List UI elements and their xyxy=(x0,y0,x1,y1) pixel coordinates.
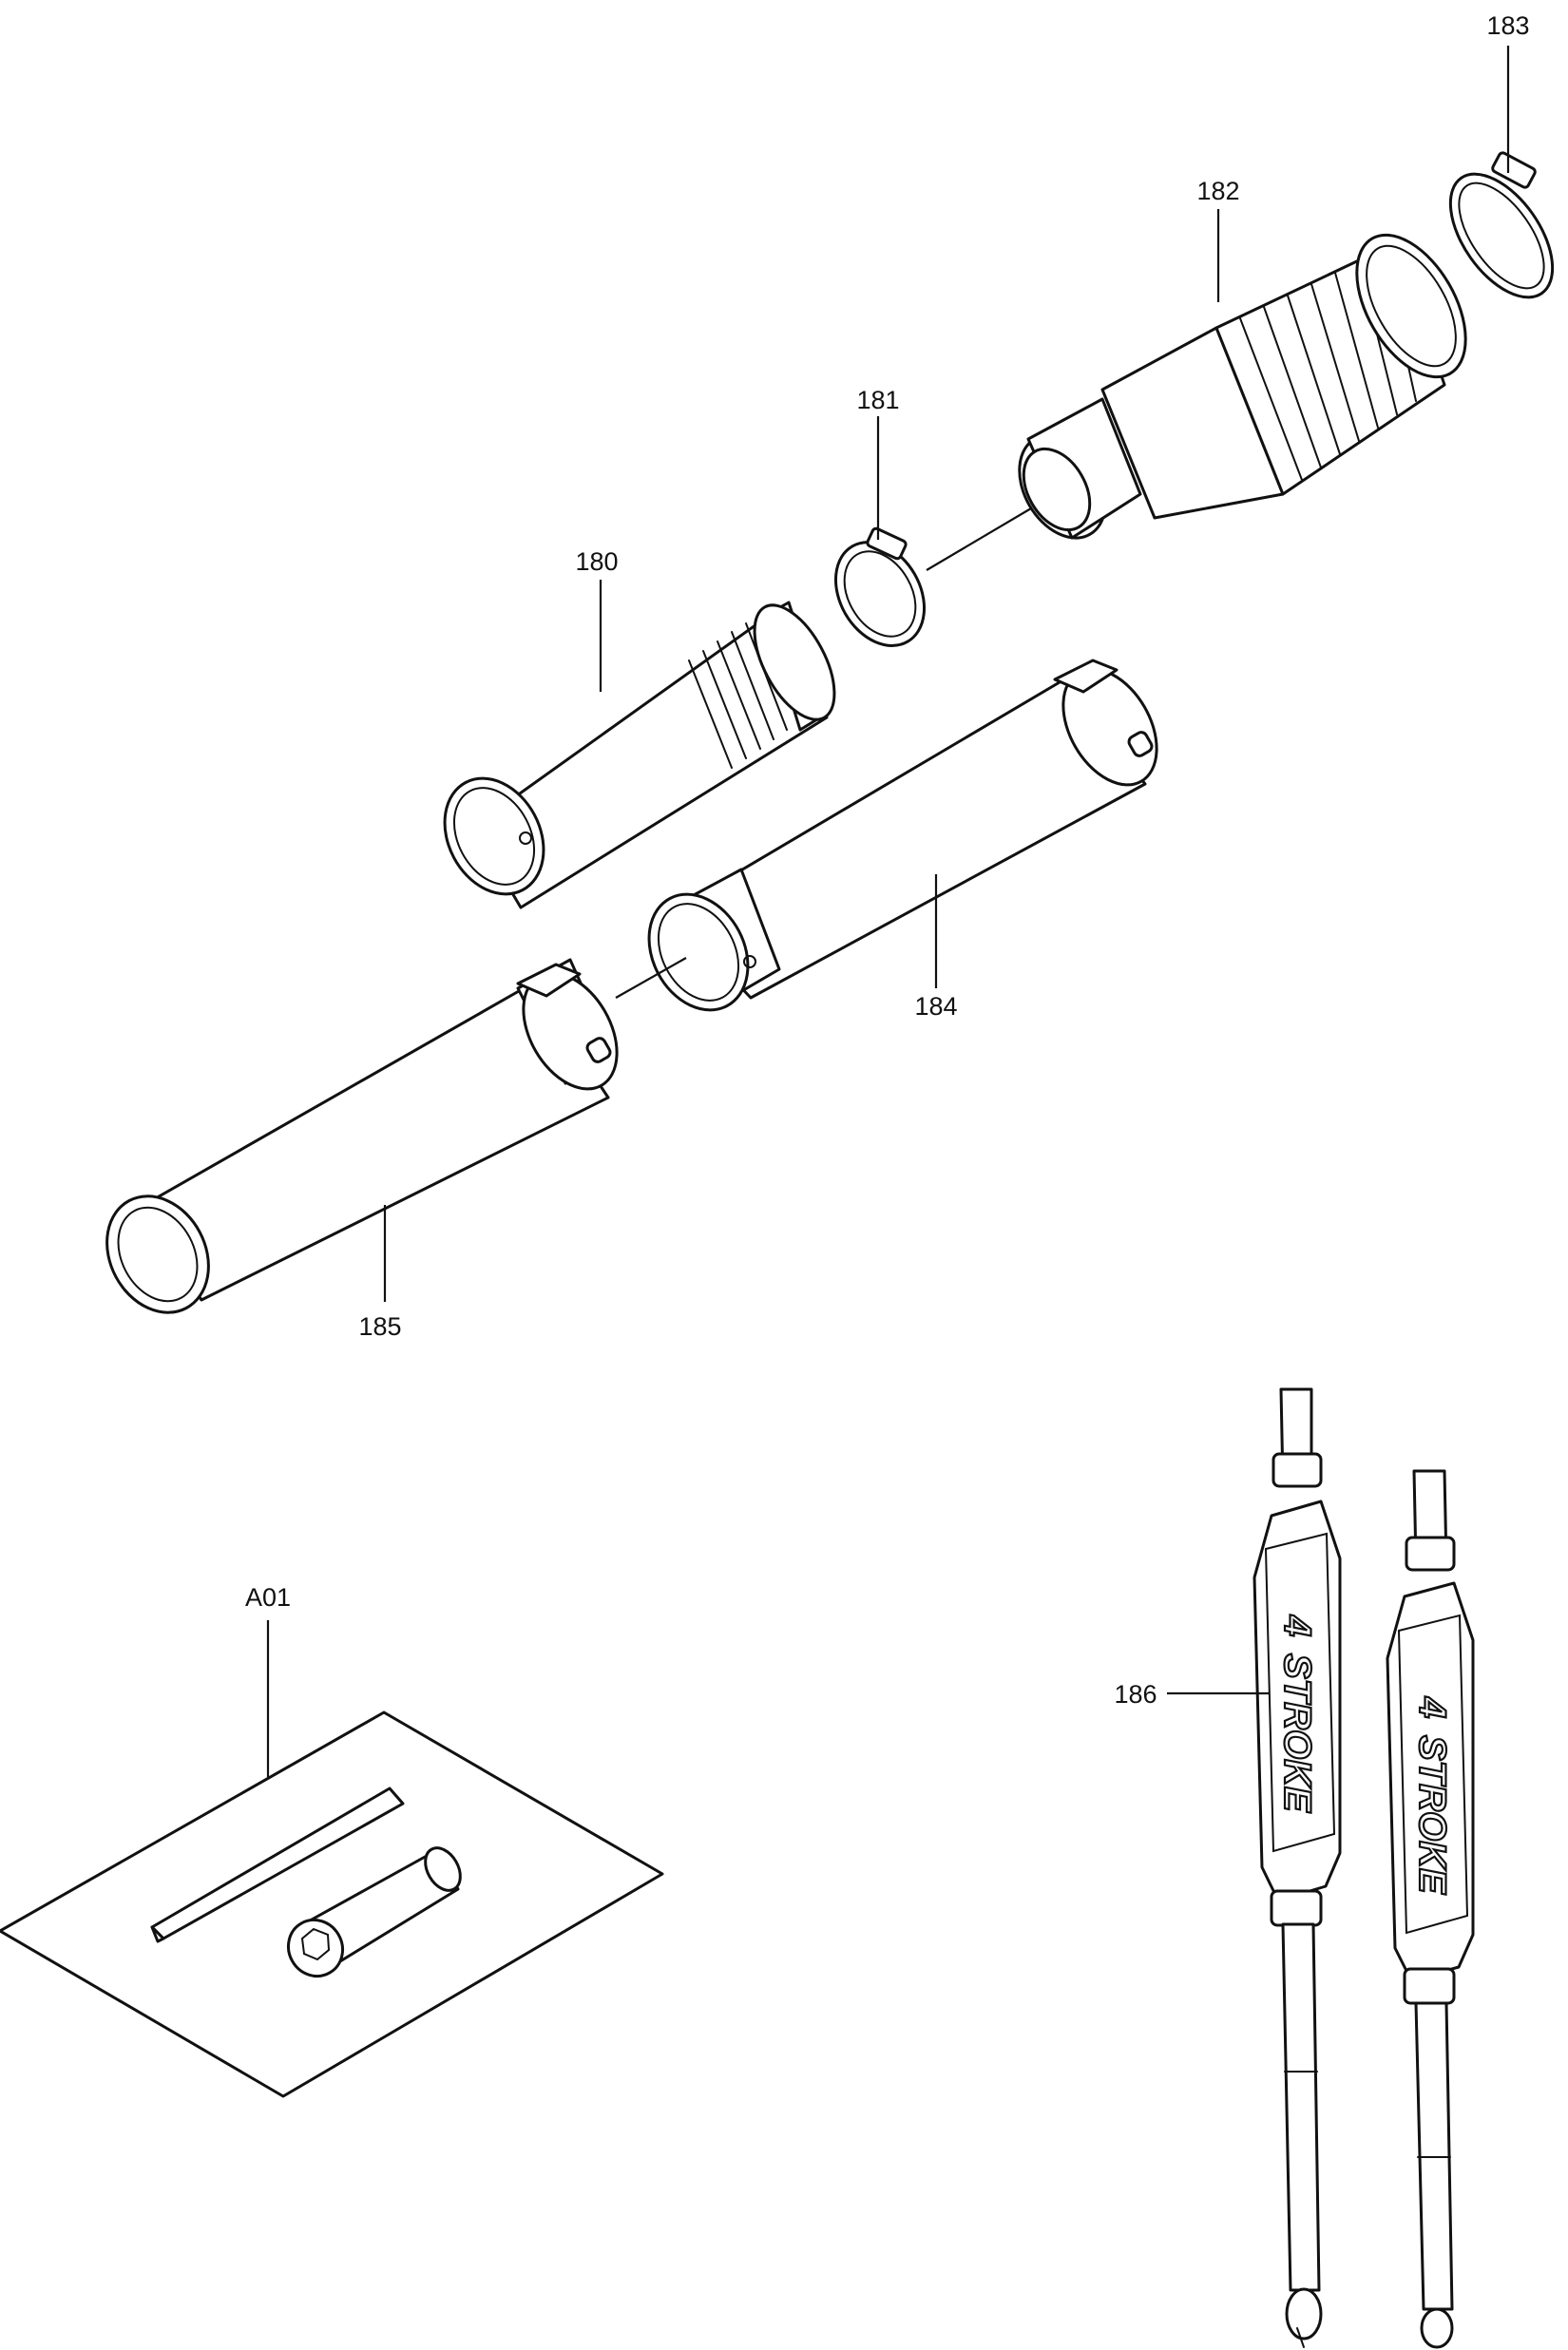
strap-logo-front: STROKE xyxy=(1276,1653,1318,1813)
part-186-shoulder-strap-front: STROKE 4 xyxy=(1252,1387,1342,2348)
callout-186: 186 xyxy=(1114,1680,1157,1709)
part-a01-tool-kit xyxy=(0,1710,664,2098)
callout-182: 182 xyxy=(1196,177,1239,205)
callout-184: 184 xyxy=(914,992,957,1021)
callout-183: 183 xyxy=(1486,11,1529,40)
part-181-hose-clamp xyxy=(833,526,927,647)
part-184-pipe xyxy=(647,659,1158,1012)
strap-logo-mark-back: 4 xyxy=(1411,1696,1453,1718)
callout-a01: A01 xyxy=(245,1583,291,1612)
part-180-pipe xyxy=(443,601,836,909)
callout-185: 185 xyxy=(358,1312,401,1341)
part-183-hose-clamp xyxy=(1448,151,1555,299)
strap-logo-back: STROKE xyxy=(1411,1735,1453,1895)
assembly-line-184-185 xyxy=(615,957,687,999)
assembly-line-181-182 xyxy=(926,507,1032,571)
strap-logo-mark-front: 4 xyxy=(1276,1614,1318,1636)
part-182-flex-hose xyxy=(1018,233,1467,540)
part-185-nozzle-pipe xyxy=(105,958,619,1314)
part-186-shoulder-strap-back: STROKE 4 xyxy=(1386,1469,1475,2349)
callout-180: 180 xyxy=(575,547,618,576)
callout-181: 181 xyxy=(856,386,899,414)
